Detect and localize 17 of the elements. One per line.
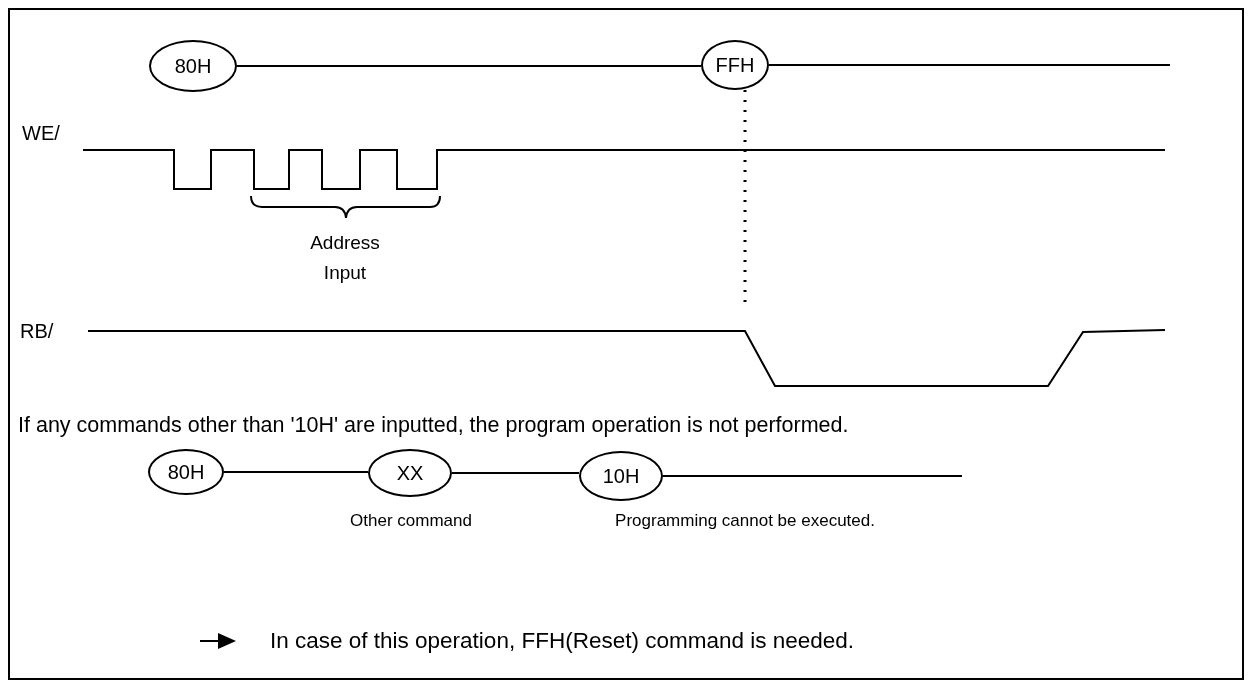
connector-line — [236, 65, 702, 67]
connector-line — [451, 472, 580, 474]
signal-name: RB/ — [20, 319, 54, 343]
caption-text: Other command — [350, 511, 472, 531]
command-ellipse: XX — [368, 449, 452, 497]
signal-name: WE/ — [22, 121, 60, 145]
note-text: If any commands other than '10H' are inputted, the program operation is not performed. — [18, 412, 849, 438]
connector-line — [768, 64, 1171, 66]
connector-line — [662, 475, 963, 477]
connector-line — [223, 471, 369, 473]
note-text: In case of this operation, FFH(Reset) command is needed. — [270, 628, 855, 654]
command-ellipse: FFH — [701, 40, 769, 90]
command-ellipse: 80H — [149, 40, 237, 92]
annotation-text: Address Input — [309, 231, 381, 285]
command-ellipse: 80H — [148, 449, 224, 495]
command-ellipse: 10H — [579, 451, 663, 501]
caption-text: Programming cannot be executed. — [615, 511, 875, 531]
